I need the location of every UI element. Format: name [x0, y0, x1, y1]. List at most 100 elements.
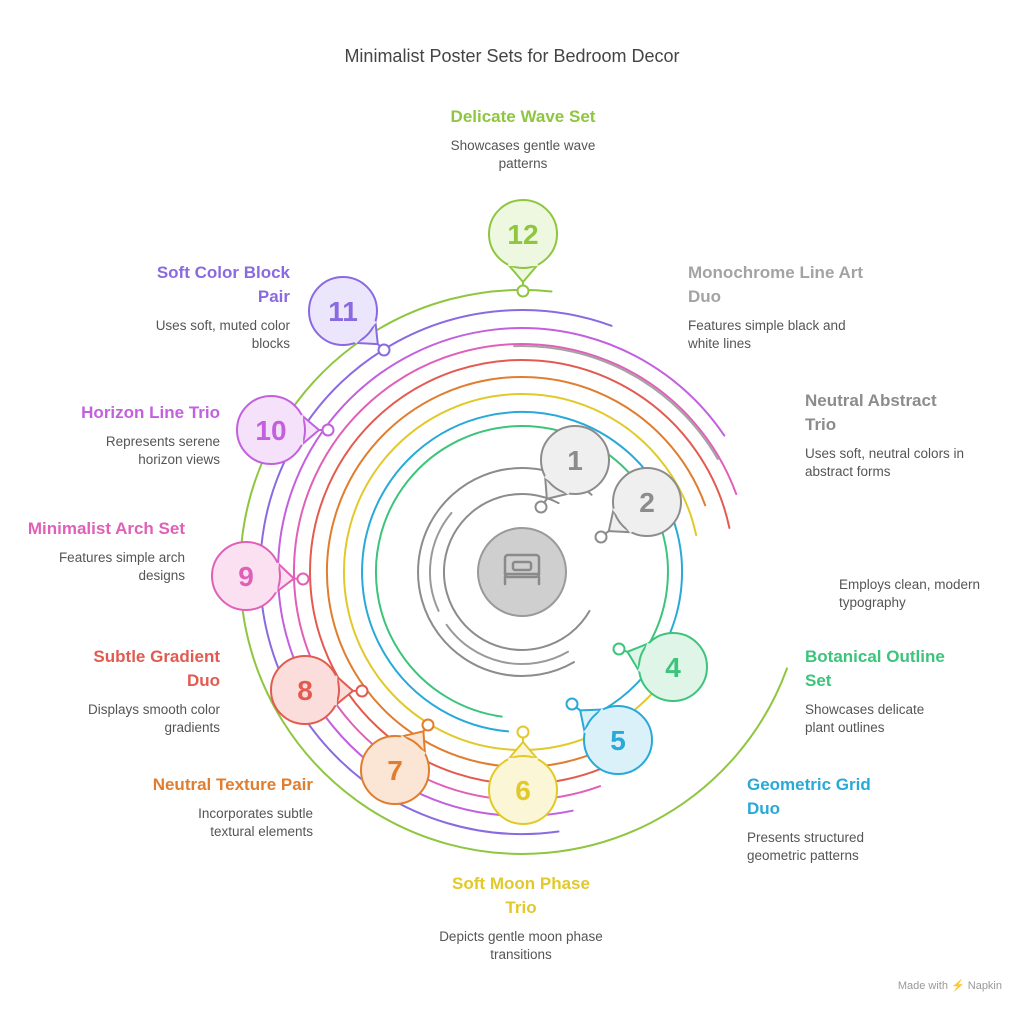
made-with-napkin: Made with ⚡ Napkin	[897, 980, 1002, 992]
bubble-item-2: 2	[594, 467, 682, 544]
item-10-desc: Represents serene horizon views	[105, 434, 220, 467]
inner-arc-bottom	[445, 623, 569, 666]
item-3-title: Monochrome Line Art Duo	[688, 263, 864, 306]
bubble-number: 11	[328, 296, 358, 327]
bubble-tail-mask	[353, 320, 377, 344]
item-11-title: Soft Color Block Pair	[156, 263, 290, 306]
item-3-desc: Features simple black and white lines	[688, 318, 846, 351]
item-5-title: Geometric Grid Duo	[747, 775, 871, 818]
anchor-dot	[565, 697, 579, 711]
bed-pillow-shape	[511, 560, 533, 572]
bubble-tail-mask	[274, 562, 279, 593]
bubble-number: 2	[639, 487, 655, 518]
bubble-circle	[270, 655, 340, 725]
item-9-desc: Features simple arch designs	[58, 550, 185, 583]
bed-icon	[503, 553, 541, 586]
bubble-tail-mask	[400, 735, 426, 756]
bubble-number: 8	[297, 675, 313, 706]
label-item-1: Neutral Abstract Trio Uses soft, neutral…	[805, 389, 965, 481]
center-hub	[477, 527, 567, 617]
bubble-number: 5	[610, 725, 626, 756]
label-item-6: Soft Moon Phase Trio Depicts gentle moon…	[420, 872, 622, 964]
bubble-item-7: 7	[360, 718, 435, 805]
label-item-8: Subtle Gradient Duo Displays smooth colo…	[60, 645, 220, 737]
anchor-dot	[421, 718, 435, 732]
item-8-desc: Displays smooth color gradients	[87, 702, 220, 735]
label-item-4: Botanical Outline Set Showcases delicate…	[805, 645, 975, 737]
item-8-title: Subtle Gradient Duo	[93, 647, 220, 690]
bubble-tail-mask	[544, 474, 570, 495]
anchor-dot	[612, 642, 626, 656]
ring-item-7	[325, 376, 707, 768]
item-4-desc: Showcases delicate plant outlines	[805, 702, 925, 735]
bubble-item-6: 6	[488, 725, 558, 825]
label-item-5: Geometric Grid Duo Presents structured g…	[747, 773, 907, 865]
bubble-item-10: 10	[236, 395, 335, 465]
bubble-tail-mask	[612, 507, 633, 534]
item-7-desc: Incorporates subtle textural elements	[198, 806, 313, 839]
item-7-title: Neutral Texture Pair	[152, 775, 313, 794]
bubble-circle	[583, 705, 653, 775]
bubble-circle	[612, 467, 682, 537]
label-item-11: Soft Color Block Pair Uses soft, muted c…	[130, 261, 290, 353]
item-2-desc: Employs clean, modern typography	[839, 577, 981, 610]
item-11-desc: Uses soft, muted color blocks	[155, 318, 290, 351]
label-item-12: Delicate Wave Set Showcases gentle wave …	[400, 105, 646, 173]
bubble-item-12: 12	[488, 199, 558, 298]
bubble-circle	[211, 541, 281, 611]
bubble-number: 10	[255, 415, 286, 446]
bubble-circle	[540, 425, 610, 495]
bubble-number: 1	[567, 445, 583, 476]
anchor-dot	[516, 725, 530, 739]
item-6-title: Soft Moon Phase Trio	[452, 874, 590, 917]
bubble-number: 4	[665, 652, 681, 683]
anchor-dot	[534, 500, 548, 514]
diagram-title: Minimalist Poster Sets for Bedroom Decor	[344, 46, 680, 66]
bubble-tail-mask	[583, 708, 605, 734]
label-item-7: Neutral Texture Pair Incorporates subtle…	[150, 773, 313, 841]
bubble-circle	[488, 199, 558, 269]
label-item-2: Employs clean, modern typography	[839, 568, 999, 612]
label-item-3: Monochrome Line Art Duo Features simple …	[688, 261, 868, 353]
label-item-9: Minimalist Arch Set Features simple arch…	[25, 517, 185, 585]
inner-arc-left	[429, 511, 453, 612]
bubble-circle	[360, 735, 430, 805]
bubble-item-9: 9	[211, 541, 310, 611]
item-12-desc: Showcases gentle wave patterns	[450, 138, 596, 171]
anchor-dot	[355, 684, 369, 698]
item-5-desc: Presents structured geometric patterns	[747, 830, 865, 863]
ring-item-5	[361, 411, 684, 733]
bubble-tail-mask	[333, 675, 338, 706]
item-10-title: Horizon Line Trio	[81, 403, 220, 422]
bubble-circle	[488, 755, 558, 825]
bubble-item-4: 4	[612, 632, 708, 702]
anchor-dot	[377, 343, 391, 357]
ring-item-2	[417, 467, 593, 677]
item-4-title: Botanical Outline Set	[805, 647, 945, 690]
ring-item-3	[513, 345, 719, 460]
anchor-dot	[594, 530, 608, 544]
bubble-number: 9	[238, 561, 254, 592]
label-item-10: Horizon Line Trio Represents serene hori…	[60, 401, 220, 469]
bubble-circle	[308, 276, 378, 346]
item-6-desc: Depicts gentle moon phase transitions	[439, 929, 603, 962]
bubble-item-11: 11	[308, 276, 391, 357]
bubble-number: 12	[507, 219, 538, 250]
anchor-dot	[321, 423, 335, 437]
ring-item-1	[442, 492, 591, 651]
anchor-dot	[296, 572, 310, 586]
bubble-number: 6	[515, 775, 531, 806]
ring-item-9	[292, 343, 738, 801]
item-12-title: Delicate Wave Set	[450, 107, 596, 126]
item-9-title: Minimalist Arch Set	[27, 519, 185, 538]
ring-item-8	[309, 358, 731, 785]
item-1-desc: Uses soft, neutral colors in abstract fo…	[805, 446, 965, 479]
bed-frame-shape	[503, 553, 541, 579]
bubble-circle	[236, 395, 306, 465]
bubble-number: 7	[387, 755, 403, 786]
bubble-tail-mask	[637, 642, 651, 672]
bubble-circle	[638, 632, 708, 702]
item-1-title: Neutral Abstract Trio	[805, 391, 937, 434]
bubble-item-8: 8	[270, 655, 369, 725]
